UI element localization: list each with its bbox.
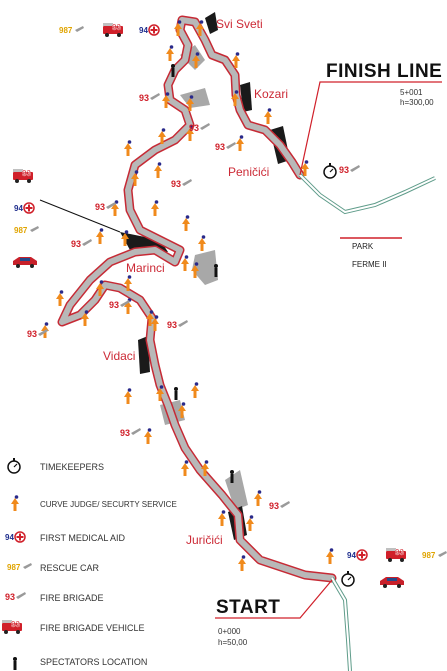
finish-distance: 5+001 <box>400 88 423 97</box>
fire-truck-icon <box>102 22 124 38</box>
fire-brigade-icon <box>5 592 26 602</box>
legend-label-timekeepers: TIMEKEEPERS <box>40 462 105 472</box>
first-aid-icon <box>346 549 368 561</box>
first-aid-icon <box>138 24 160 36</box>
place-juricici: Juričići <box>186 533 223 547</box>
legend-label-spectators: SPECTATORS LOCATION <box>40 657 148 667</box>
rescue-car-icon <box>59 26 84 35</box>
place-svi-sveti: Svi Sveti <box>216 17 263 31</box>
rescue-car-icon <box>7 563 32 572</box>
start-timekeeper-icon <box>341 570 355 587</box>
legend-label-fire-truck: FIRE BRIGADE VEHICLE <box>40 623 145 633</box>
start-leader-line <box>215 579 333 619</box>
place-marinci: Marinci <box>126 261 165 275</box>
pointer-line <box>39 199 121 233</box>
finish-timekeeper-icon <box>323 162 337 179</box>
park-ferme-line2: FERME II <box>352 260 387 269</box>
start-height: h=50,00 <box>218 638 248 647</box>
first-aid-icon <box>13 202 35 214</box>
place-penicici: Peničići <box>228 165 270 179</box>
timekeeper-icon <box>7 457 21 474</box>
legend-label-fire-brigade: FIRE BRIGADE <box>40 593 104 603</box>
curve-judge-icon <box>11 495 19 511</box>
place-kozari: Kozari <box>254 87 289 101</box>
car-icon <box>13 257 37 268</box>
legend-label-curve-judge: CURVE JUDGE/ SECURTY SERVICE <box>40 500 177 509</box>
start-distance: 0+000 <box>218 627 241 636</box>
legend-icons <box>1 457 32 670</box>
finish-line-title: FINISH LINE <box>326 61 443 82</box>
legend-label-rescue-car: RESCUE CAR <box>40 563 100 573</box>
fire-truck-icon <box>385 547 407 563</box>
spectator-icon <box>13 657 17 670</box>
curve-judge-markers <box>41 20 334 571</box>
first-aid-icon <box>4 531 26 543</box>
car-icon <box>380 577 404 588</box>
rescue-car-icon <box>422 551 447 560</box>
park-ferme-line1: PARK <box>352 242 374 251</box>
rally-track <box>59 17 335 581</box>
spectator-areas <box>160 45 248 510</box>
fire-truck-icon <box>1 619 23 635</box>
finish-leader-line <box>299 81 442 176</box>
start-title: START <box>216 597 281 618</box>
legend-label-first-aid: FIRST MEDICAL AID <box>40 533 126 543</box>
finish-height: h=300,00 <box>400 98 434 107</box>
fire-truck-icon <box>12 168 34 184</box>
rescue-car-icon <box>14 226 39 235</box>
place-vidaci: Vidaci <box>103 349 136 363</box>
